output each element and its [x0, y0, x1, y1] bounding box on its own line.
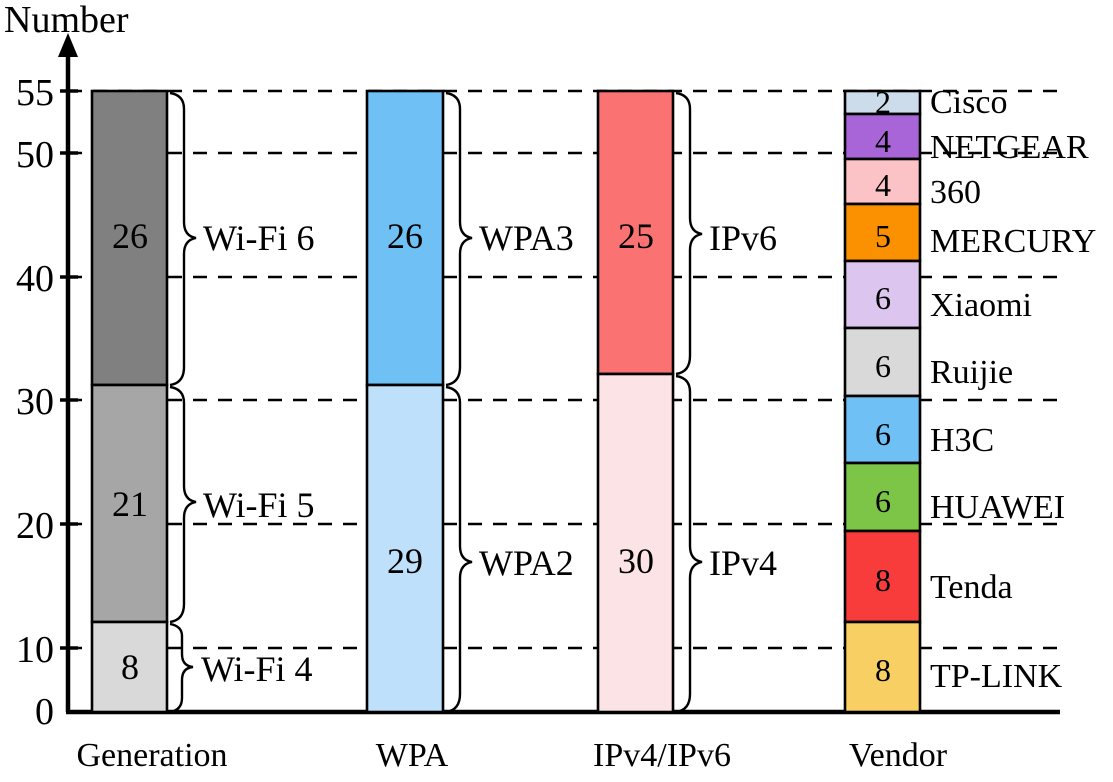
legend-value-mercury: 5: [875, 218, 891, 254]
brace-wpa2: [445, 385, 473, 714]
brace-wpa3: [445, 91, 473, 387]
legend-label-360: 360: [930, 174, 981, 211]
ytick-label-30: 30: [16, 381, 54, 423]
xaxis-label-vendor: Vendor: [849, 737, 948, 774]
bar-segment-wpa2[interactable]: [365, 383, 445, 714]
bar-vendor-legend: 2 4 4 5 6 6 6 6 8 8 Cisco NETGEAR 360 ME…: [843, 84, 1096, 714]
legend-swatch-xiaomi[interactable]: [843, 259, 922, 330]
bar-segment-wifi6[interactable]: [90, 89, 169, 387]
legend-label-huawei: HUAWEI: [930, 489, 1065, 526]
brace-label-wpa2: WPA2: [479, 543, 574, 583]
bar-ipv: 25 30 IPv6 IPv4: [596, 89, 777, 714]
legend-swatch-360[interactable]: [843, 157, 922, 206]
ytick-label-55: 55: [16, 72, 54, 114]
legend-label-tplink: TP-LINK: [930, 658, 1063, 695]
bar-segment-value-wifi6: 26: [112, 216, 148, 256]
brace-label-ipv6: IPv6: [709, 218, 777, 258]
ytick-label-20: 20: [16, 505, 54, 547]
xaxis-label-wpa: WPA: [376, 737, 449, 774]
bar-segment-value-wpa2: 29: [387, 541, 423, 581]
legend-value-tplink: 8: [875, 652, 891, 688]
legend-label-netgear: NETGEAR: [930, 129, 1089, 166]
legend-label-ruijie: Ruijie: [930, 354, 1013, 391]
legend-label-mercury: MERCURY: [930, 223, 1096, 260]
legend-swatch-mercury[interactable]: [843, 202, 922, 263]
brace-wifi6: [169, 91, 197, 387]
bar-segment-value-wpa3: 26: [387, 216, 423, 256]
xaxis-label-generation: Generation: [76, 737, 227, 774]
legend-swatch-netgear[interactable]: [843, 112, 922, 161]
ytick-label-40: 40: [16, 258, 54, 300]
ytick-label-50: 50: [16, 134, 54, 176]
y-axis-title: Number: [4, 0, 129, 41]
legend-value-360: 4: [875, 167, 891, 203]
bar-segment-value-wifi5: 21: [112, 484, 148, 524]
y-axis-arrow-icon: [58, 33, 78, 57]
legend-label-h3c: H3C: [930, 422, 994, 459]
bar-segment-value-wifi4: 8: [121, 647, 139, 687]
legend-value-ruijie: 6: [875, 348, 891, 384]
legend-swatch-tplink[interactable]: [843, 620, 922, 714]
bar-segment-wifi4[interactable]: [90, 620, 169, 714]
legend-swatch-ruijie[interactable]: [843, 326, 922, 398]
bar-wpa: 26 29 WPA3 WPA2: [365, 89, 574, 714]
legend-swatch-tenda[interactable]: [843, 529, 922, 624]
legend-value-tenda: 8: [875, 562, 891, 598]
legend-label-tenda: Tenda: [930, 569, 1013, 606]
brace-ipv4: [675, 374, 703, 714]
brace-wifi4: [169, 622, 194, 714]
legend-label-cisco: Cisco: [930, 84, 1007, 121]
legend-label-xiaomi: Xiaomi: [930, 287, 1032, 324]
bar-generation: 26 21 8 Wi-Fi 6 Wi-Fi 5 Wi-Fi 4: [90, 89, 315, 714]
bar-segment-value-ipv6: 25: [618, 216, 654, 256]
brace-wifi5: [169, 385, 197, 624]
ytick-label-0: 0: [35, 691, 54, 733]
bar-segment-ipv4[interactable]: [596, 372, 675, 714]
ytick-label-10: 10: [16, 629, 54, 671]
legend-value-netgear: 4: [875, 123, 891, 159]
brace-ipv6: [675, 91, 703, 376]
brace-label-wifi4: Wi-Fi 4: [201, 649, 313, 689]
brace-label-wifi6: Wi-Fi 6: [203, 218, 315, 258]
bar-segment-wifi5[interactable]: [90, 383, 169, 624]
legend-value-xiaomi: 6: [875, 280, 891, 316]
legend-value-cisco: 2: [875, 84, 891, 120]
legend-value-huawei: 6: [875, 483, 891, 519]
bar-segment-ipv6[interactable]: [596, 89, 675, 376]
bar-segment-wpa3[interactable]: [365, 89, 445, 387]
bar-segment-value-ipv4: 30: [618, 541, 654, 581]
legend-value-h3c: 6: [875, 416, 891, 452]
brace-label-ipv4: IPv4: [709, 543, 777, 583]
brace-label-wifi5: Wi-Fi 5: [203, 485, 315, 525]
brace-label-wpa3: WPA3: [479, 218, 574, 258]
xaxis-label-ipv: IPv4/IPv6: [593, 737, 731, 774]
